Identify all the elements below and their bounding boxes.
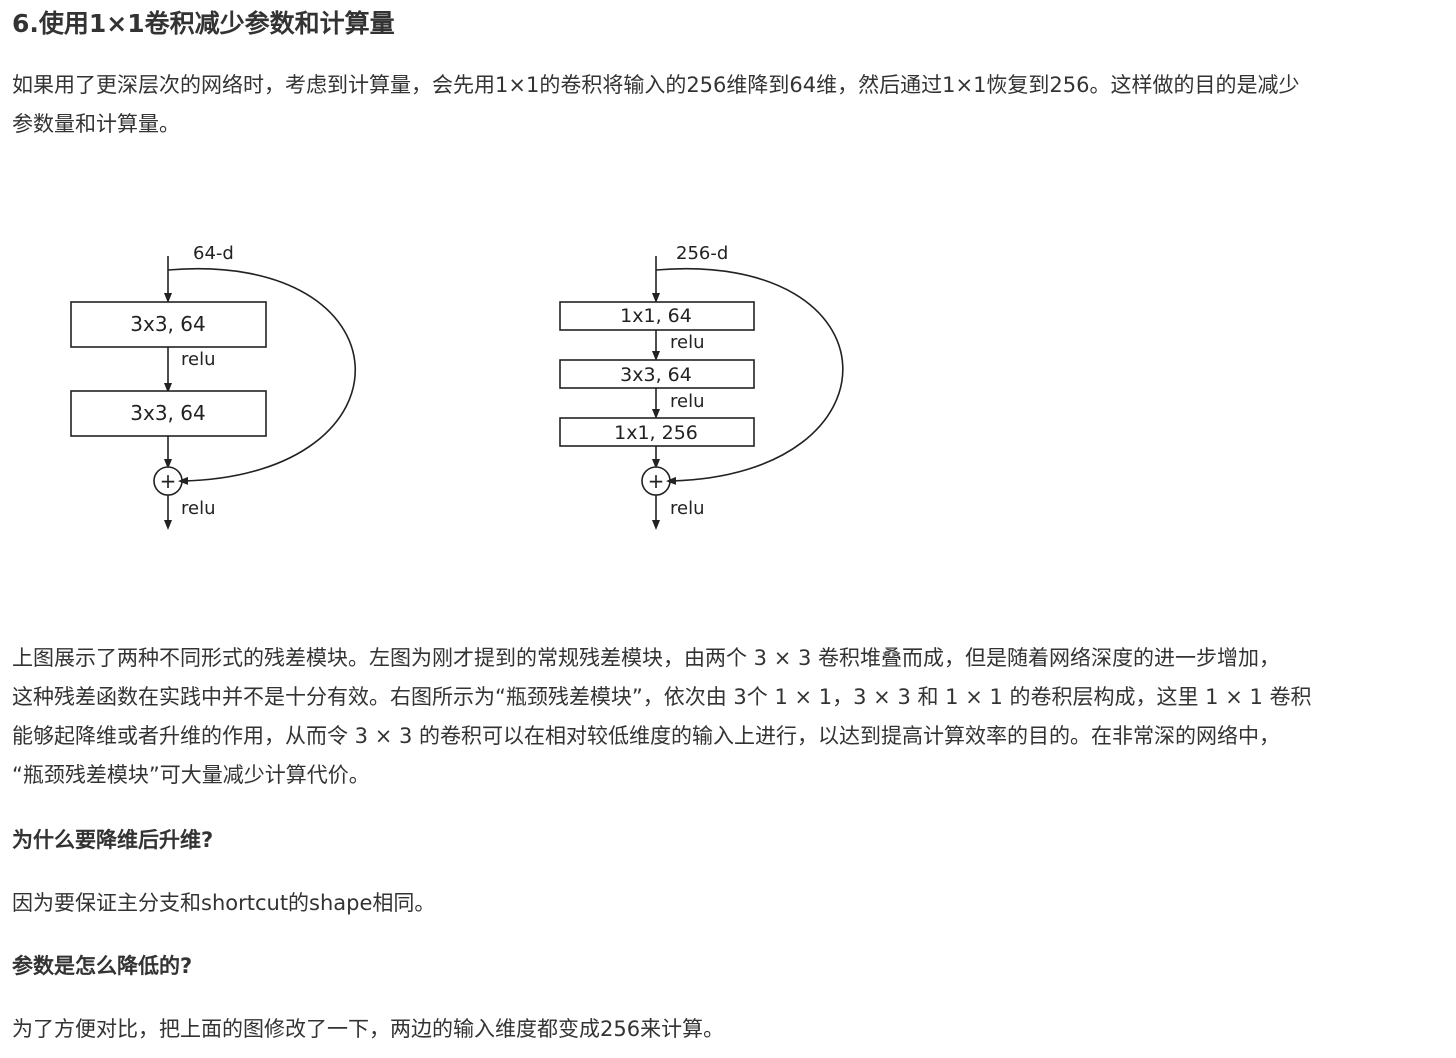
intro-line: 参数量和计算量。 (12, 112, 180, 136)
right-conv-block-3 (559, 417, 755, 447)
residual-diagram: 64-d 3x3, 64 relu 3x3, 64 + relu 256-d (70, 243, 844, 530)
right-conv-block-2 (559, 359, 755, 389)
right-input-label: 256-d (676, 243, 728, 264)
left-conv-block-1-label: 3x3, 64 (130, 312, 205, 336)
answer-text-2: 为了方便对比，把上面的图修改了一下，两边的输入维度都变成256来计算。 (12, 1017, 725, 1041)
answer-text-1: 因为要保证主分支和shortcut的shape相同。 (12, 891, 436, 915)
right-conv-block-3-label: 1x1, 256 (614, 422, 698, 444)
right-relu-label-1: relu (670, 332, 705, 353)
question-heading-2: 参数是怎么降低的? (12, 954, 193, 978)
left-conv-block-2 (70, 390, 267, 437)
right-add-symbol: + (648, 469, 665, 493)
left-shortcut-connection (167, 267, 357, 485)
right-conv-block-1-label: 1x1, 64 (620, 305, 692, 327)
right-relu-label-2: relu (670, 391, 705, 412)
description-line: 这种残差函数在实践中并不是十分有效。右图所示为“瓶颈残差模块”，依次由 3个 1… (12, 685, 1312, 709)
intro-line: 如果用了更深层次的网络时，考虑到计算量，会先用1×1的卷积将输入的256维降到6… (12, 73, 1300, 97)
description-paragraph: 上图展示了两种不同形式的残差模块。左图为刚才提到的常规残差模块，由两个 3 × … (12, 639, 1448, 795)
basic-residual-block: 64-d 3x3, 64 relu 3x3, 64 + relu (70, 243, 357, 530)
question-heading-1: 为什么要降维后升维? (12, 828, 214, 852)
right-conv-block-1 (559, 301, 755, 331)
left-relu-label-1: relu (181, 349, 216, 370)
section-heading: 6.使用1×1卷积减少参数和计算量 (12, 9, 395, 38)
description-line: 能够起降维或者升维的作用，从而令 3 × 3 的卷积可以在相对较低维度的输入上进… (12, 724, 1281, 748)
intro-paragraph: 如果用了更深层次的网络时，考虑到计算量，会先用1×1的卷积将输入的256维降到6… (12, 66, 1448, 144)
left-input-label: 64-d (193, 243, 234, 264)
right-relu-label-3: relu (670, 498, 705, 519)
right-shortcut-connection (655, 267, 844, 485)
residual-block-figure: 64-d 3x3, 64 relu 3x3, 64 + relu 256-d (0, 220, 1000, 540)
left-add-symbol: + (160, 469, 177, 493)
description-line: 上图展示了两种不同形式的残差模块。左图为刚才提到的常规残差模块，由两个 3 × … (12, 646, 1281, 670)
left-relu-label-2: relu (181, 498, 216, 519)
left-conv-block-2-label: 3x3, 64 (130, 401, 205, 425)
description-line: “瓶颈残差模块”可大量减少计算代价。 (12, 763, 370, 787)
bottleneck-residual-block: 256-d 1x1, 64 relu 3x3, 64 relu 1x1, 256… (559, 243, 844, 530)
right-conv-block-2-label: 3x3, 64 (620, 364, 692, 386)
